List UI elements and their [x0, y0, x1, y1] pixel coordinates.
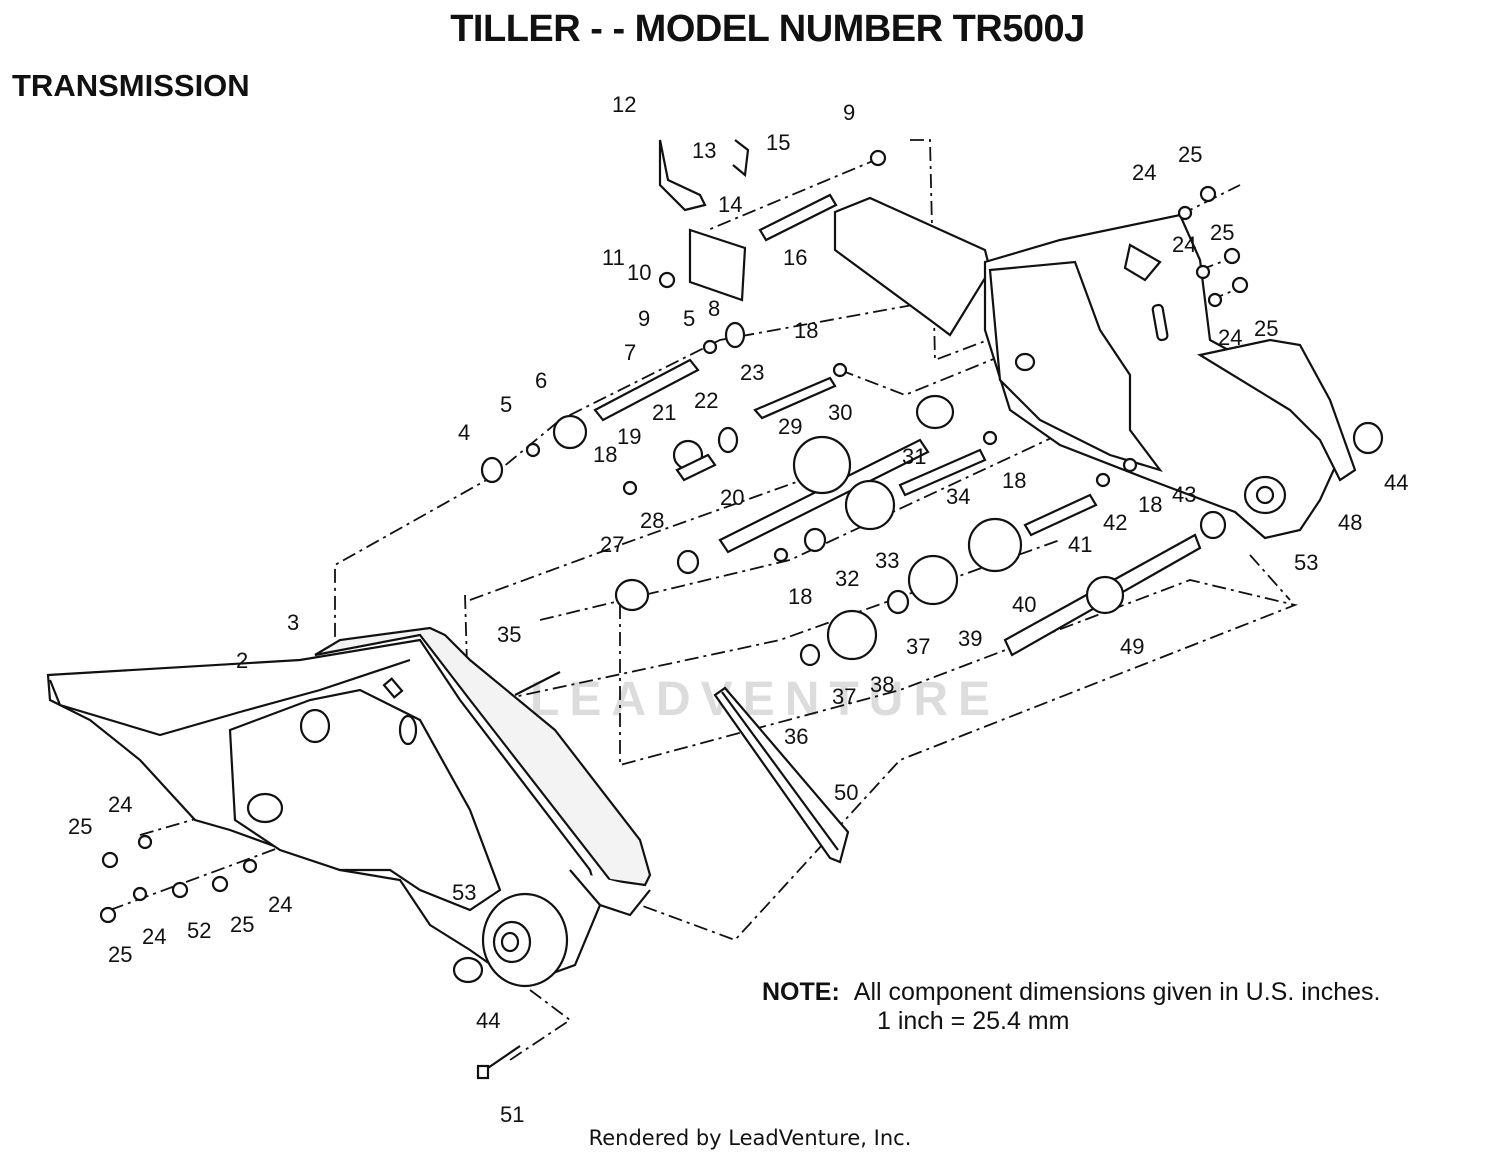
belt-50	[713, 686, 850, 864]
callout-c16: 16	[783, 245, 807, 270]
section-title: TRANSMISSION	[12, 68, 250, 103]
callout-c25e: 25	[230, 912, 254, 937]
callout-c15: 15	[766, 130, 790, 155]
callout-c36: 36	[784, 724, 808, 749]
callout-c8: 8	[708, 296, 720, 321]
callout-c44a: 44	[1384, 470, 1408, 495]
callout-c18a: 18	[794, 318, 818, 343]
callout-c21: 21	[652, 400, 676, 425]
callout-c3: 3	[287, 610, 299, 635]
left-housing-half	[46, 638, 602, 987]
callout-c33: 33	[875, 548, 899, 573]
callout-c24d: 24	[108, 792, 132, 817]
bushings-washers	[480, 139, 1384, 696]
callout-c9b: 9	[638, 306, 650, 331]
callout-c7: 7	[624, 340, 636, 365]
callout-c53a: 53	[1294, 550, 1318, 575]
hardware-nuts	[99, 185, 1249, 924]
callout-c14: 14	[718, 192, 742, 217]
callout-c41: 41	[1068, 532, 1092, 557]
callout-c34: 34	[946, 484, 970, 509]
callout-c29: 29	[778, 414, 802, 439]
callout-c50: 50	[834, 780, 858, 805]
callout-c37b: 37	[832, 684, 856, 709]
callout-c24f: 24	[142, 924, 166, 949]
note-line-2: 1 inch = 25.4 mm	[877, 1007, 1070, 1035]
callout-c18c: 18	[1002, 468, 1026, 493]
callout-c48: 48	[1338, 510, 1362, 535]
callout-c23: 23	[740, 360, 764, 385]
right-housing-half	[833, 196, 1357, 540]
leadventure-watermark: LEADVENTURE	[530, 673, 1001, 726]
footer-credit: Rendered by LeadVenture, Inc.	[588, 1126, 912, 1150]
callout-c11: 11	[602, 245, 625, 270]
callout-c25a: 25	[1178, 142, 1202, 167]
callout-c49: 49	[1120, 634, 1144, 659]
callout-c2: 2	[236, 648, 248, 673]
callout-c42: 42	[1103, 510, 1127, 535]
callout-c5a: 5	[683, 306, 695, 331]
callout-c13: 13	[692, 138, 716, 163]
shafts	[593, 193, 1202, 657]
note-line-1: All component dimensions given in U.S. i…	[853, 978, 1381, 1006]
callout-c28: 28	[640, 508, 664, 533]
callout-c43: 43	[1172, 482, 1196, 507]
callout-c40: 40	[1012, 592, 1036, 617]
gears-sprockets	[552, 414, 1125, 661]
callout-c53b: 53	[452, 880, 476, 905]
callout-c18d: 18	[788, 584, 812, 609]
callout-c25c: 25	[1254, 316, 1278, 341]
page-title: TILLER - - MODEL NUMBER TR500J	[450, 8, 1085, 50]
callout-c9a: 9	[843, 100, 855, 125]
callout-c19: 19	[617, 424, 641, 449]
callout-c5b: 5	[500, 392, 512, 417]
callout-c38: 38	[870, 672, 894, 697]
callout-c37a: 37	[906, 634, 930, 659]
callout-c44b: 44	[476, 1008, 500, 1033]
housing-gasket	[314, 626, 652, 917]
callout-c51: 51	[500, 1102, 524, 1127]
callout-c24e: 24	[268, 892, 292, 917]
callout-c18b: 18	[593, 442, 617, 467]
bolt-51	[476, 1045, 521, 1080]
callout-c32: 32	[835, 566, 859, 591]
seal-44-left	[452, 956, 484, 984]
callout-c22: 22	[694, 388, 718, 413]
note-box: NOTE: All component dimensions given in U…	[762, 978, 1380, 1036]
pulley-53-left	[481, 892, 569, 988]
callout-c12: 12	[612, 92, 636, 117]
callout-c4: 4	[458, 420, 470, 445]
callout-c35: 35	[497, 622, 521, 647]
callout-c25d: 25	[68, 814, 92, 839]
callout-c27: 27	[600, 532, 624, 557]
callout-c25f: 25	[108, 942, 132, 967]
callout-c20: 20	[720, 485, 744, 510]
callout-c18e: 18	[1138, 492, 1162, 517]
note-label: NOTE:	[762, 978, 840, 1006]
callout-c24a: 24	[1132, 160, 1156, 185]
callout-c31: 31	[902, 444, 926, 469]
callout-c10: 10	[627, 260, 651, 285]
callout-c39: 39	[958, 626, 982, 651]
callout-c24b: 24	[1172, 232, 1196, 257]
callout-c25b: 25	[1210, 220, 1234, 245]
callout-c52: 52	[187, 918, 211, 943]
callout-c6: 6	[535, 368, 547, 393]
callout-c30: 30	[828, 400, 852, 425]
callout-c24c: 24	[1218, 325, 1242, 350]
